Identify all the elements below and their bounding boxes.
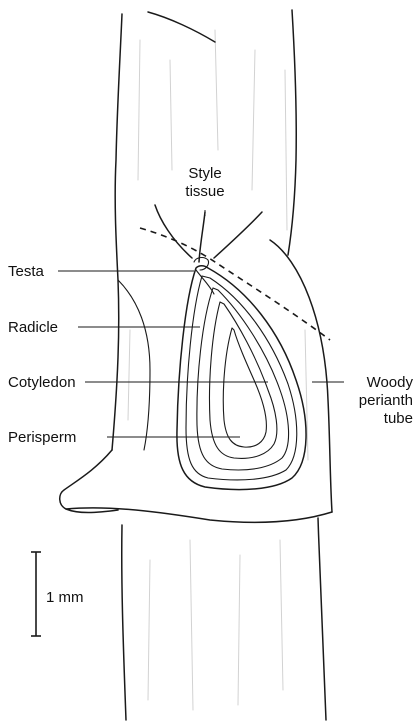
tube-right-bulge xyxy=(270,240,332,512)
label-tissue: tissue xyxy=(185,183,224,200)
style-region xyxy=(155,205,262,270)
seed xyxy=(177,266,306,490)
label-cotyledon: Cotyledon xyxy=(8,374,76,391)
label-tube: tube xyxy=(384,410,413,427)
tube-left-outline-lower xyxy=(122,525,126,720)
wood-grain-texture xyxy=(128,30,308,710)
style-right-flap xyxy=(214,212,262,258)
testa-inner xyxy=(186,276,297,480)
scale-bar-label: 1 mm xyxy=(46,589,84,606)
tube-basal-rim xyxy=(66,508,332,523)
label-testa: Testa xyxy=(8,263,45,280)
tube-left-outline-upper xyxy=(112,14,122,450)
label-perisperm: Perisperm xyxy=(8,429,76,446)
tube-inner-wall-left xyxy=(118,280,150,450)
tube-top-right-spur xyxy=(148,12,215,42)
label-radicle: Radicle xyxy=(8,319,58,336)
tube-left-bulge xyxy=(60,450,118,513)
cotyledon-inner xyxy=(209,302,276,458)
label-woody: Woody xyxy=(367,374,414,391)
section-dashed-line xyxy=(140,228,330,340)
label-style: Style xyxy=(188,165,221,182)
style-left-flap xyxy=(155,205,192,258)
tube-right-outline-lower xyxy=(318,518,326,720)
tube-right-outline-upper xyxy=(288,10,296,255)
label-perianth: perianth xyxy=(359,392,413,409)
scale-bar: 1 mm xyxy=(31,552,84,636)
